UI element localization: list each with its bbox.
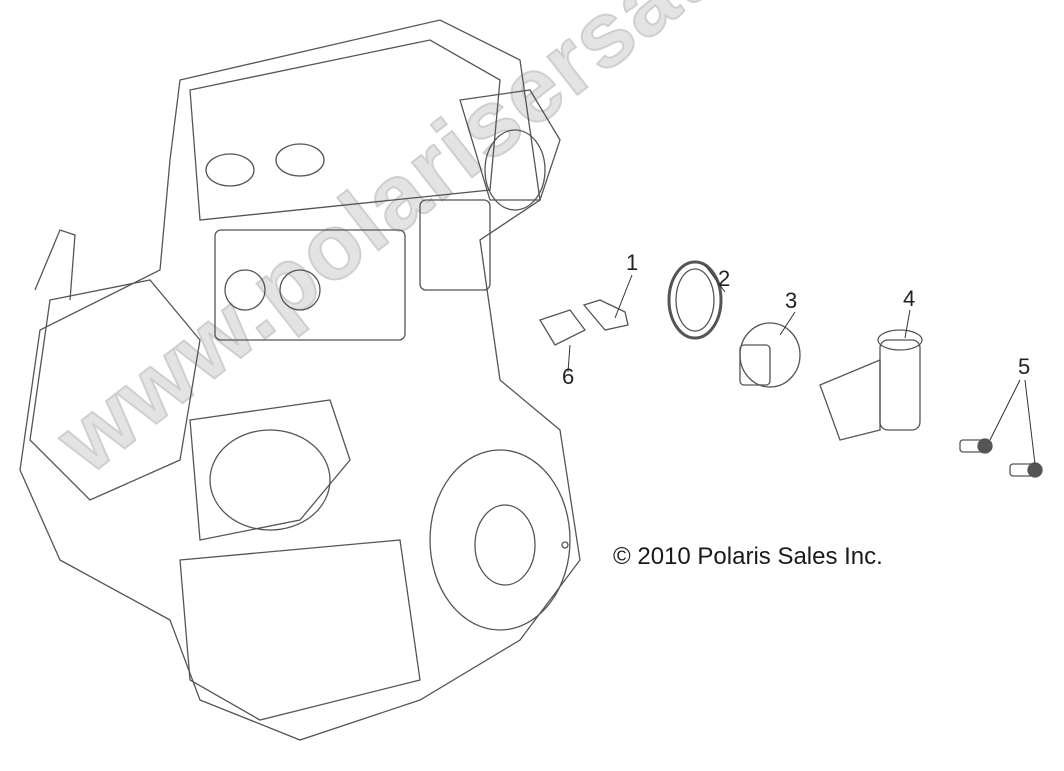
callout-4: 4 [903, 286, 916, 311]
copyright-notice: © 2010 Polaris Sales Inc. [613, 543, 883, 570]
callout-2: 2 [718, 266, 731, 291]
callout-5: 5 [1018, 354, 1031, 379]
callout-6: 6 [562, 364, 575, 389]
callout-3: 3 [785, 288, 798, 313]
callout-1: 1 [626, 250, 639, 275]
